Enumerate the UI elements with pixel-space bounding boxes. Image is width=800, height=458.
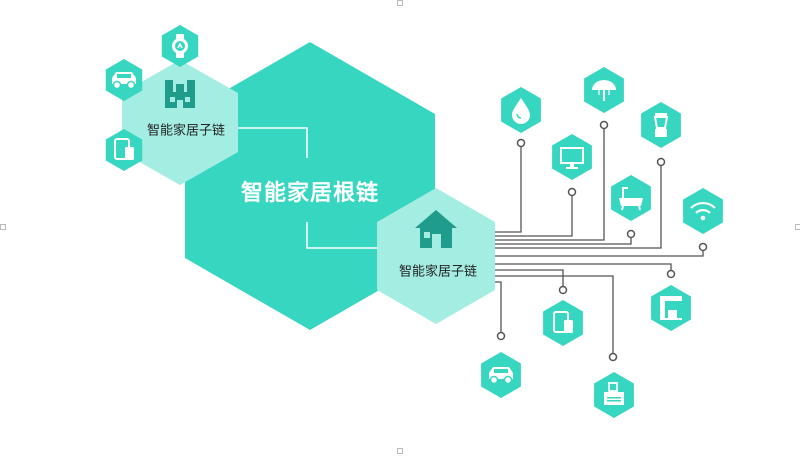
device-hexagon-shape — [543, 300, 583, 346]
device-hexagon — [594, 372, 634, 418]
watch-icon — [172, 34, 188, 58]
tablet-icon — [114, 138, 134, 160]
coffee-machine-icon — [660, 296, 682, 320]
device-hexagon — [501, 87, 541, 133]
selection-handle[interactable] — [0, 224, 6, 230]
wire-endpoint — [666, 269, 676, 279]
wire-endpoint — [516, 138, 526, 148]
house-icon — [165, 80, 195, 108]
selection-handle[interactable] — [397, 448, 403, 454]
bottom-subchain-label: 智能家居子链 — [398, 263, 478, 279]
wire-endpoint — [626, 229, 636, 239]
device-hexagon — [105, 129, 143, 171]
wifi-icon — [690, 201, 716, 221]
top-subchain-hexagon — [122, 60, 238, 185]
device-hexagon — [584, 67, 624, 113]
device-hexagon — [651, 285, 691, 331]
connection-wire — [495, 281, 502, 336]
home-icon — [415, 210, 457, 248]
wire-endpoint — [698, 242, 708, 252]
device-hexagon — [481, 352, 521, 398]
connection-wire — [495, 162, 662, 249]
selection-handle[interactable] — [795, 224, 800, 230]
device-hexagon-shape — [552, 134, 592, 180]
device-hexagon — [611, 175, 651, 221]
top-subchain-label: 智能家居子链 — [146, 122, 226, 138]
blender-icon — [653, 113, 669, 137]
printer-icon — [604, 382, 624, 405]
wire-endpoint — [656, 157, 666, 167]
umbrella-icon — [592, 80, 616, 101]
device-hexagon — [641, 102, 681, 148]
connection-wire — [495, 269, 564, 290]
selection-handle[interactable] — [397, 0, 403, 6]
device-hexagon — [161, 25, 199, 67]
bottom-subchain-hexagon — [377, 188, 495, 324]
root-chain-label: 智能家居根链 — [240, 180, 380, 205]
tablet-icon — [553, 311, 573, 333]
wire-endpoint — [496, 331, 506, 341]
connection-wire — [495, 275, 614, 357]
connection-wire — [495, 125, 605, 241]
wire-endpoint — [608, 352, 618, 362]
connection-wire — [495, 263, 672, 274]
device-hexagon — [105, 59, 143, 101]
root-to-bottom-subchain-line — [306, 222, 378, 249]
connection-wire — [495, 143, 522, 233]
root-to-top-subchain-line — [238, 127, 308, 158]
water-drop-icon — [512, 98, 530, 124]
device-hexagon — [543, 300, 583, 346]
bathtub-icon — [619, 187, 643, 211]
wire-endpoint — [558, 285, 568, 295]
device-hexagon — [683, 188, 723, 234]
wire-endpoint — [567, 187, 577, 197]
car-icon — [489, 367, 513, 385]
root-chain-hexagon — [185, 42, 435, 330]
wire-endpoint — [599, 120, 609, 130]
device-hexagon — [552, 134, 592, 180]
monitor-icon — [560, 147, 584, 169]
device-hexagon-shape — [641, 102, 681, 148]
car-icon — [112, 72, 136, 90]
device-hexagon-shape — [651, 285, 691, 331]
connection-wire — [495, 192, 573, 237]
